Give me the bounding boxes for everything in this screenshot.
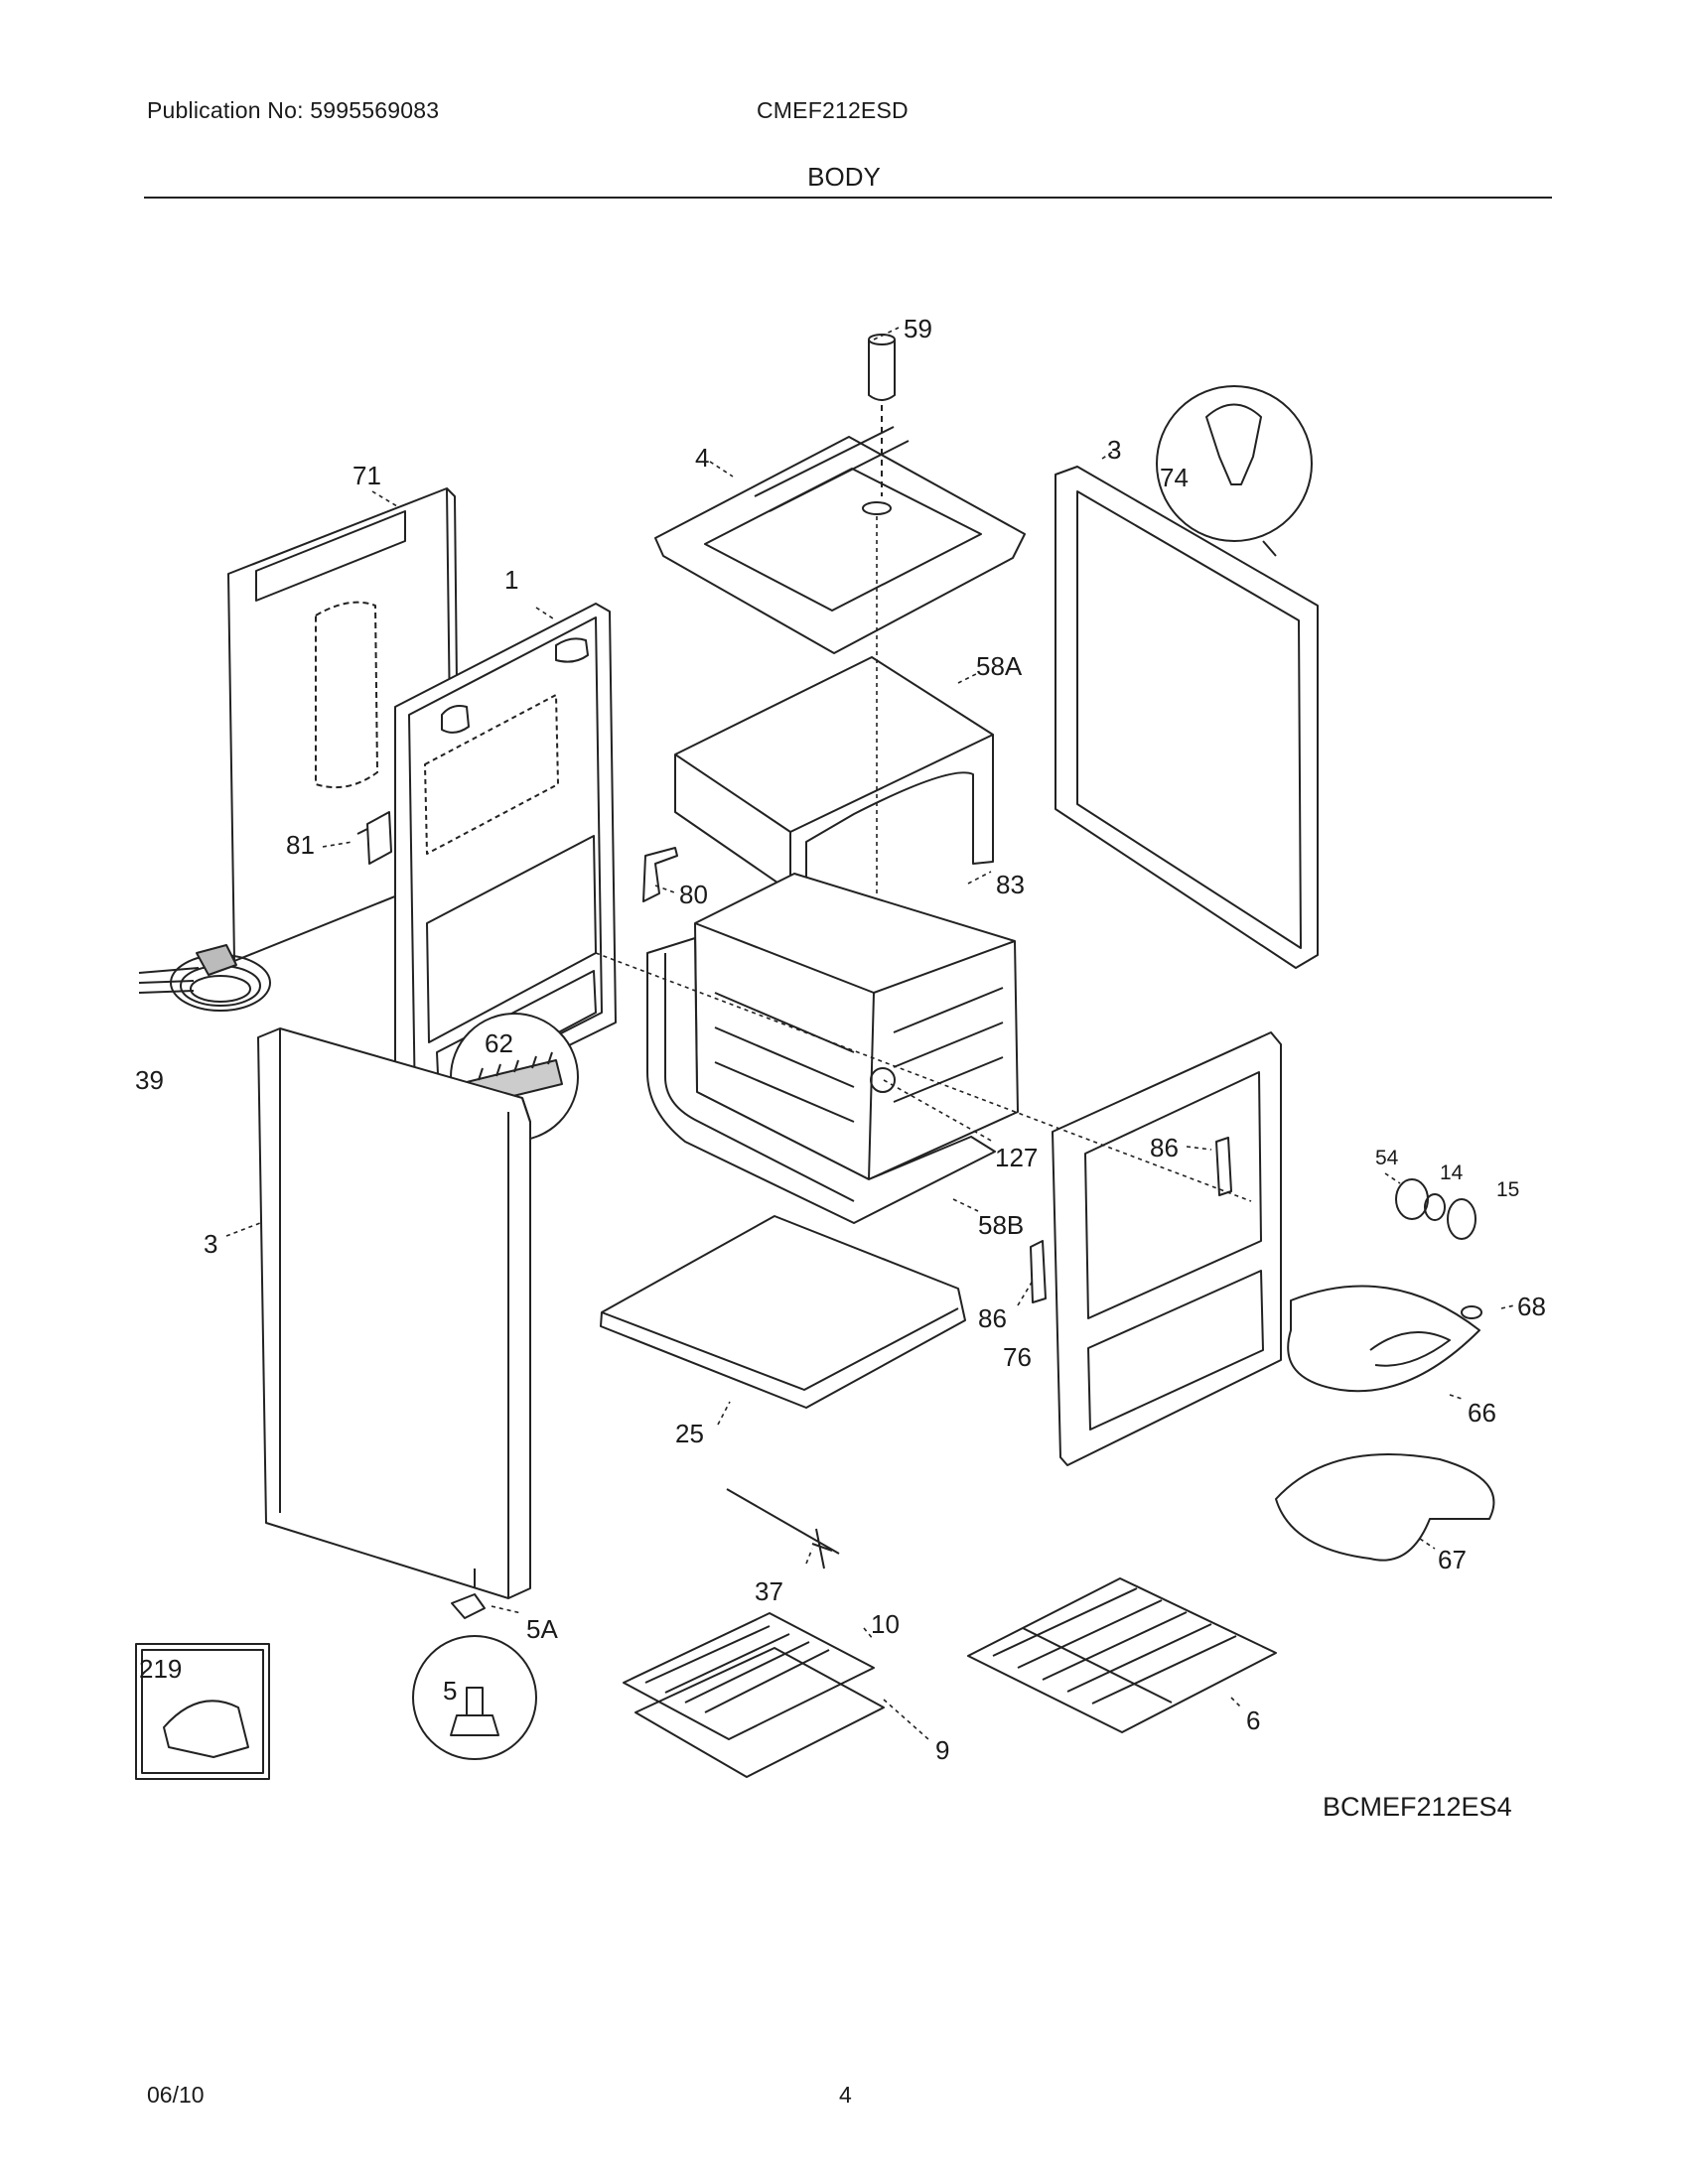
leveling-leg-bracket <box>451 1569 486 1619</box>
lamp-parts <box>1395 1178 1477 1240</box>
leveling-leg-inset <box>412 1635 537 1760</box>
part-label: 3 <box>1107 435 1121 465</box>
bracket-81 <box>356 811 392 865</box>
part-label: 4 <box>695 443 709 473</box>
right-side-panel <box>1055 466 1319 969</box>
oven-rack <box>967 1577 1277 1733</box>
part-label: 1 <box>504 565 518 595</box>
oven-sensor <box>726 1488 840 1570</box>
part-label: 3 <box>204 1229 217 1259</box>
bake-element <box>1275 1453 1495 1562</box>
inset-circle-74 <box>1156 385 1313 557</box>
inset-box-219 <box>135 1643 270 1780</box>
part-label: 83 <box>996 870 1025 899</box>
part-label: 59 <box>904 314 932 343</box>
part-label: 39 <box>135 1065 164 1095</box>
page-number: 4 <box>839 2082 852 2108</box>
top-cover <box>654 426 1026 654</box>
leader-lines <box>225 327 1515 1740</box>
part-label: 58A <box>976 651 1023 681</box>
model-number: CMEF212ESD <box>757 97 909 123</box>
part-label: 86 <box>978 1303 1007 1333</box>
part-label: 15 <box>1496 1178 1519 1201</box>
part-label: 54 <box>1375 1147 1399 1169</box>
bracket-80 <box>642 847 678 902</box>
part-label: 219 <box>139 1654 182 1684</box>
part-label: 37 <box>755 1576 783 1606</box>
section-title: BODY <box>807 162 881 192</box>
part-label: 80 <box>679 880 708 909</box>
oven-liner <box>694 873 1019 1180</box>
part-label: 71 <box>352 461 381 490</box>
publication-number: Publication No: 5995569083 <box>147 97 440 123</box>
drawing-code: BCMEF212ES4 <box>1323 1792 1512 1822</box>
footer-date: 06/10 <box>147 2082 205 2108</box>
bottom-panel <box>600 1215 966 1409</box>
spacer-59 <box>868 334 896 496</box>
part-label: 58B <box>978 1210 1024 1240</box>
power-cord <box>138 944 271 1012</box>
part-label: 67 <box>1438 1545 1467 1574</box>
part-label: 76 <box>1003 1342 1032 1372</box>
broiler-pan <box>623 1612 885 1778</box>
part-label: 9 <box>935 1735 949 1765</box>
part-label: 25 <box>675 1419 704 1448</box>
right-side-frame <box>1030 1031 1282 1466</box>
part-label: 86 <box>1150 1133 1179 1162</box>
part-label: 62 <box>485 1028 513 1058</box>
part-label: 66 <box>1468 1398 1496 1428</box>
part-label: 127 <box>995 1143 1038 1172</box>
part-label: 74 <box>1160 463 1189 492</box>
wrap-insulation <box>646 937 996 1224</box>
part-label: 14 <box>1440 1161 1464 1184</box>
part-label: 68 <box>1517 1292 1546 1321</box>
header-rule <box>144 197 1552 199</box>
part-label: 81 <box>286 830 315 860</box>
left-side-panel <box>257 1027 531 1599</box>
part-label: 6 <box>1246 1706 1260 1735</box>
part-label: 5 <box>443 1676 457 1706</box>
part-label: 10 <box>871 1609 900 1639</box>
top-insulation <box>674 656 994 892</box>
part-label: 5A <box>526 1614 558 1644</box>
broil-element <box>1287 1285 1482 1393</box>
